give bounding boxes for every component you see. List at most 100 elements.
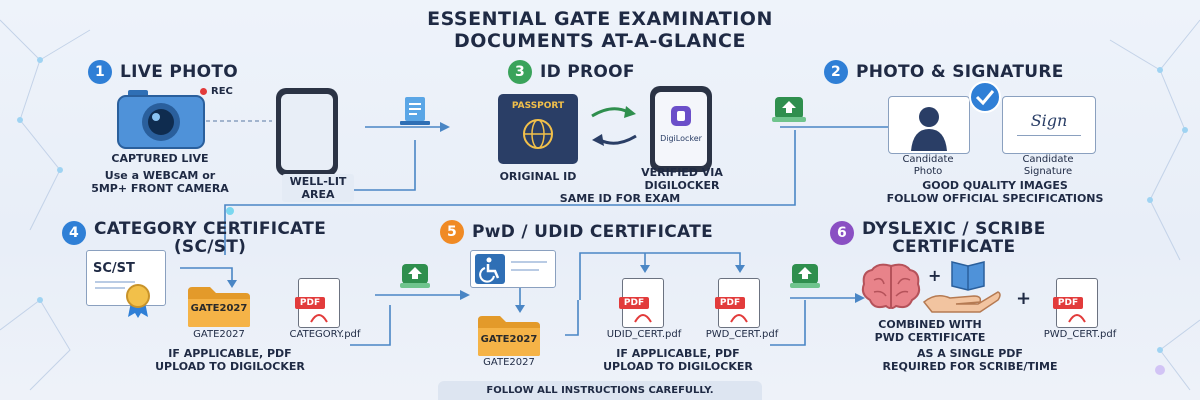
footer-banner: FOLLOW ALL INSTRUCTIONS CAREFULLY. xyxy=(438,381,762,400)
section-title: PwD / UDID CERTIFICATE xyxy=(472,222,713,242)
section-title-line1: CATEGORY CERTIFICATE xyxy=(94,219,327,239)
folder-caption: GATE2027 xyxy=(193,329,245,340)
combined-note: COMBINED WITH PWD CERTIFICATE xyxy=(850,318,1010,344)
section-photo-signature-heading: 2 PHOTO & SIGNATURE xyxy=(824,60,1064,84)
pdf-badge: PDF xyxy=(295,297,325,309)
folder-caption: GATE2027 xyxy=(483,357,535,368)
folder-label: GATE2027 xyxy=(190,303,248,314)
pdf-badge: PDF xyxy=(619,297,649,309)
pwd-note: IF APPLICABLE, PDF UPLOAD TO DIGILOCKER xyxy=(578,347,778,373)
exchange-arrows-icon xyxy=(591,106,637,146)
photo-label-line1: Candidate xyxy=(902,154,954,165)
folder-icon[interactable]: GATE2027 xyxy=(186,285,252,329)
dashed-connector xyxy=(206,120,272,122)
captured-live-label: CAPTURED LIVE xyxy=(111,152,209,165)
well-lit-area-label: WELL-LIT AREA xyxy=(282,174,354,202)
combined-line1: COMBINED WITH xyxy=(878,318,982,331)
upload-tray-icon xyxy=(772,97,806,122)
section-pwd-heading: 5 PwD / UDID CERTIFICATE xyxy=(440,220,713,244)
digilocker-label: DigiLocker xyxy=(660,134,702,143)
step-number-badge: 3 xyxy=(508,60,532,84)
step-number-badge: 1 xyxy=(88,60,112,84)
verified-line1: VERIFIED VIA xyxy=(641,166,723,179)
cert-label: SC/ST xyxy=(93,261,135,276)
passport-icon: PASSPORT xyxy=(498,94,578,164)
area-line2: AREA xyxy=(301,188,335,201)
candidate-photo-label: Candidate Photo xyxy=(886,154,970,178)
candidate-signature-card: Sign xyxy=(1002,96,1096,154)
smartphone-icon xyxy=(276,88,338,176)
category-note: IF APPLICABLE, PDF UPLOAD TO DIGILOCKER xyxy=(130,347,330,373)
pdf-icon[interactable]: PDF xyxy=(1053,278,1098,328)
plus-sign: + xyxy=(1016,288,1032,309)
upload-tray-icon xyxy=(790,264,820,288)
step-number-badge: 5 xyxy=(440,220,464,244)
pdf-caption: CATEGORY.pdf xyxy=(289,329,361,340)
original-id-label: ORIGINAL ID xyxy=(499,170,577,183)
folder-label: GATE2027 xyxy=(480,334,538,345)
follow-specs-label: FOLLOW OFFICIAL SPECIFICATIONS xyxy=(886,192,1104,205)
section-id-proof-heading: 3 ID PROOF xyxy=(508,60,635,84)
step-number-badge: 4 xyxy=(62,221,86,245)
pdf-caption-pwd: PWD_CERT.pdf xyxy=(705,329,779,340)
note-line2: UPLOAD TO DIGILOCKER xyxy=(603,360,753,373)
step-number-badge: 6 xyxy=(830,221,854,245)
section-dyslexic-heading: 6 DYSLEXIC / SCRIBE CERTIFICATE xyxy=(830,220,1046,256)
candidate-photo-card xyxy=(888,96,970,154)
rec-label: REC xyxy=(211,86,233,97)
single-line2: REQUIRED FOR SCRIBE/TIME xyxy=(882,360,1058,373)
pdf-icon[interactable]: PDF xyxy=(295,278,340,328)
sign-label-line2: Signature xyxy=(1023,166,1073,177)
single-pdf-note: AS A SINGLE PDF REQUIRED FOR SCRIBE/TIME xyxy=(860,347,1080,373)
section-category-heading: 4 CATEGORY CERTIFICATE (SC/ST) xyxy=(62,220,326,256)
area-line1: WELL-LIT xyxy=(289,175,347,188)
camera-icon xyxy=(117,90,205,149)
folder-icon[interactable]: GATE2027 xyxy=(476,314,542,358)
person-silhouette-icon xyxy=(911,107,947,151)
book-hand-icon xyxy=(922,261,1001,313)
webcam-line2: 5MP+ FRONT CAMERA xyxy=(91,182,229,195)
award-seal-icon xyxy=(126,284,150,318)
combined-line2: PWD CERTIFICATE xyxy=(874,331,986,344)
certificate-icon: SC/ST xyxy=(86,250,166,306)
digilocker-phone[interactable]: DigiLocker xyxy=(650,86,712,172)
plus-sign: + xyxy=(928,266,942,285)
section-title: LIVE PHOTO xyxy=(120,62,239,82)
brain-icon xyxy=(861,263,921,309)
pwd-document xyxy=(470,250,556,288)
verified-label: VERIFIED VIA DIGILOCKER xyxy=(622,166,742,192)
signature-text: Sign xyxy=(1030,111,1068,130)
section-title: ID PROOF xyxy=(540,62,635,82)
passport-label: PASSPORT xyxy=(511,101,565,111)
digilocker-logo-icon xyxy=(671,106,691,126)
page-title: ESSENTIAL GATE EXAMINATION DOCUMENTS AT-… xyxy=(0,8,1200,52)
section-title-line2: (SC/ST) xyxy=(173,237,247,257)
pdf-badge: PDF xyxy=(1053,297,1083,309)
wheelchair-icon xyxy=(475,254,505,284)
note-line1: IF APPLICABLE, PDF xyxy=(168,347,292,360)
pdf-caption: PWD_CERT.pdf xyxy=(1043,329,1117,340)
single-line1: AS A SINGLE PDF xyxy=(917,347,1023,360)
rec-dot-icon xyxy=(200,88,207,95)
pdf-badge: PDF xyxy=(715,297,745,309)
title-line2: DOCUMENTS AT-A-GLANCE xyxy=(454,30,746,52)
checkmark-icon xyxy=(969,81,1001,113)
note-line1: IF APPLICABLE, PDF xyxy=(616,347,740,360)
photo-label-line2: Photo xyxy=(913,166,943,177)
pdf-icon-pwd[interactable]: PDF xyxy=(715,278,760,328)
section-title: PHOTO & SIGNATURE xyxy=(856,62,1064,82)
globe-icon xyxy=(523,119,553,149)
same-id-label: SAME ID FOR EXAM xyxy=(559,192,681,205)
pdf-caption-udid: UDID_CERT.pdf xyxy=(606,329,682,340)
pdf-icon-udid[interactable]: PDF xyxy=(619,278,664,328)
good-quality-label: GOOD QUALITY IMAGES xyxy=(922,179,1068,192)
webcam-line1: Use a WEBCAM or xyxy=(104,169,216,182)
rec-indicator: REC xyxy=(200,86,233,97)
note-line2: UPLOAD TO DIGILOCKER xyxy=(155,360,305,373)
document-chip-icon xyxy=(400,97,430,125)
step-number-badge: 2 xyxy=(824,60,848,84)
section-live-photo-heading: 1 LIVE PHOTO xyxy=(88,60,238,84)
sign-label-line1: Candidate xyxy=(1022,154,1074,165)
candidate-signature-label: Candidate Signature xyxy=(1004,154,1092,178)
verified-line2: DIGILOCKER xyxy=(644,179,720,192)
